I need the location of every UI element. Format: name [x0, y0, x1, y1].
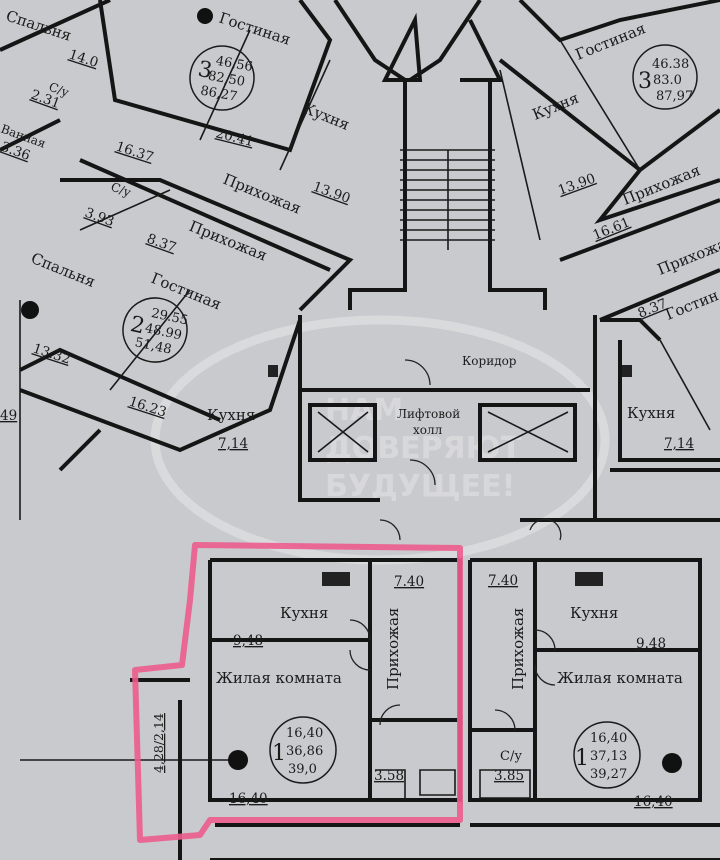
- apartment-highlight: [132, 542, 463, 843]
- room-label: Гостиная: [573, 19, 648, 63]
- badge-total: 83.0: [653, 73, 682, 88]
- badge-total: 37,13: [590, 749, 627, 764]
- area-value: 7,14: [218, 436, 248, 452]
- area-value: 9.48: [636, 636, 666, 652]
- lift-hall-label-2: холл: [413, 423, 443, 437]
- area-value: 16.37: [114, 139, 156, 166]
- badge-total-balcony: 87,97: [656, 89, 693, 104]
- badge-rooms: 1: [272, 741, 286, 766]
- room-label: Прихожая: [509, 608, 527, 690]
- badge-living: 16,40: [590, 731, 627, 746]
- room-label: Гостиная: [217, 9, 293, 49]
- area-value: 16.23: [127, 394, 169, 421]
- area-value: 7,14: [664, 436, 694, 452]
- badge-living: 46.38: [652, 57, 689, 72]
- corridor-label: Коридор: [462, 354, 517, 368]
- area-value: 3.58: [374, 768, 404, 784]
- room-label: С/у: [500, 749, 522, 764]
- area-value: 16,40: [229, 791, 268, 807]
- badge-living: 16,40: [286, 726, 323, 741]
- apartment-badge: 3 46.38 83.0 87,97: [632, 44, 698, 110]
- apartment-1-room-right: 7.40 Прихожая Кухня 9.48 Жилая комната С…: [488, 573, 683, 810]
- badge-rooms: 3: [638, 69, 652, 94]
- room-label: Кухня: [207, 406, 255, 424]
- room-label: Прихожая: [384, 608, 402, 690]
- area-value: 3.85: [494, 768, 524, 784]
- room-label: Спальня: [29, 249, 98, 291]
- room-label: Спальня: [4, 7, 74, 45]
- apartment-badge: 2 29.55 48.99 51,48: [122, 297, 189, 363]
- room-label: Жилая комната: [216, 669, 342, 687]
- room-label: Кухня: [570, 604, 618, 622]
- area-value: 7.40: [488, 573, 518, 589]
- apartment-1-room-left: Кухня 9,48 Жилая комната Прихожая 7.40 3…: [151, 574, 424, 807]
- apartment-2-room-left: С/у 3.93 Прихожая 8.37 Спальня 13.32 49 …: [0, 180, 270, 452]
- room-label: С/у: [47, 80, 71, 100]
- badge-total-balcony: 86,27: [199, 84, 238, 105]
- room-label: Жилая комната: [557, 669, 683, 687]
- area-value: 13.90: [311, 179, 353, 207]
- room-label: С/у: [109, 180, 133, 200]
- area-value: 20.41: [214, 125, 255, 150]
- room-label: Прихожая: [655, 231, 720, 279]
- lift-hall-label-1: Лифтовой: [397, 407, 460, 421]
- area-value: 8.37: [145, 231, 179, 256]
- area-value: 13.90: [556, 171, 598, 199]
- badge-total: 82,50: [207, 69, 246, 90]
- area-value: 7.40: [394, 574, 424, 590]
- apartment-badge: 3 46,56 82,50 86,27: [189, 45, 255, 111]
- area-value: 9,48: [233, 633, 263, 649]
- area-value: 14.0: [67, 47, 101, 72]
- area-value: 16,40: [634, 794, 673, 810]
- badge-rooms: 3: [196, 57, 214, 84]
- badge-total: 36,86: [286, 744, 323, 759]
- badge-rooms: 2: [128, 312, 147, 339]
- room-label: Кухня: [301, 99, 353, 134]
- balcony-area: 4,28/2,14: [151, 713, 166, 773]
- room-label: Кухня: [627, 404, 675, 422]
- badge-living: 46,56: [215, 54, 254, 75]
- area-value: 49: [0, 408, 17, 424]
- badge-total-balcony: 39,27: [590, 767, 627, 782]
- apartment-badge: 1 16,40 36,86 39,0: [269, 716, 337, 784]
- badge-total-balcony: 39,0: [288, 762, 317, 777]
- badge-rooms: 1: [575, 746, 589, 771]
- apartment-2-room-right: Прихожая 8.37 Гостин Кухня 7,14: [627, 231, 720, 452]
- room-label: Кухня: [280, 604, 328, 622]
- watermark-line-1: НАМ: [325, 393, 403, 428]
- apartment-badge: 1 16,40 37,13 39,27: [573, 721, 641, 789]
